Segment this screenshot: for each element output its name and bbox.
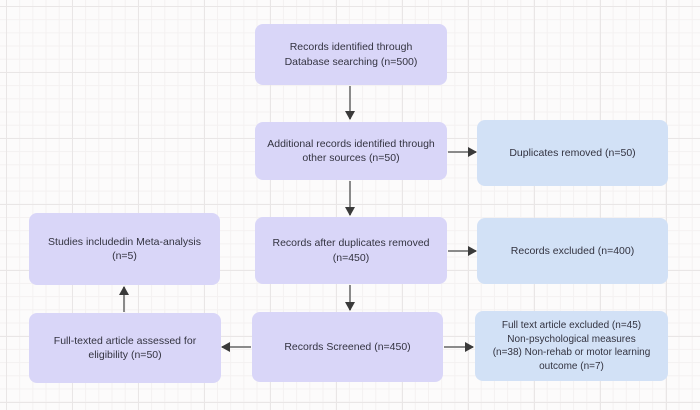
arrowhead-down-icon	[345, 111, 355, 120]
node-label: Records after duplicates removed (n=450)	[272, 237, 430, 264]
arrow-shaft	[349, 285, 351, 310]
node-label: Full-texted article assessed for eligibi…	[53, 334, 197, 361]
node-label: Records identified through Database sear…	[284, 41, 418, 68]
arrow-shaft	[123, 287, 125, 312]
arrowhead-down-icon	[345, 207, 355, 216]
arrow-screened-to-fulltextassessed[interactable]	[221, 342, 251, 352]
arrow-shaft	[349, 181, 351, 215]
arrow-shaft	[349, 86, 351, 119]
arrow-additional-to-afterduplicates[interactable]	[345, 181, 355, 216]
node-label: Duplicates removed (n=50)	[509, 146, 636, 159]
arrow-afterduplicates-to-excluded[interactable]	[448, 246, 477, 256]
node-label: Records Screened (n=450)	[284, 340, 411, 353]
node-fulltext-assessed[interactable]: Full-texted article assessed for eligibi…	[29, 313, 221, 383]
arrow-identified-to-additional[interactable]	[345, 86, 355, 120]
node-label: Full text article excluded (n=45) Non-ps…	[492, 320, 651, 372]
node-label: Records excluded (n=400)	[510, 244, 635, 257]
node-studies-included[interactable]: Studies includedin Meta-analysis (n=5)	[29, 213, 220, 285]
arrow-fulltextassessed-to-studiesincluded[interactable]	[119, 286, 129, 312]
arrow-shaft	[448, 151, 476, 153]
arrowhead-right-icon	[468, 246, 477, 256]
node-duplicates-removed[interactable]: Duplicates removed (n=50)	[477, 120, 668, 186]
arrowhead-right-icon	[465, 342, 474, 352]
arrow-screened-to-fulltextexcluded[interactable]	[444, 342, 474, 352]
arrowhead-down-icon	[345, 302, 355, 311]
arrow-shaft	[222, 346, 251, 348]
node-fulltext-excluded[interactable]: Full text article excluded (n=45) Non-ps…	[475, 311, 668, 381]
arrowhead-left-icon	[221, 342, 230, 352]
arrowhead-right-icon	[468, 147, 477, 157]
node-records-screened[interactable]: Records Screened (n=450)	[252, 312, 443, 382]
node-records-identified[interactable]: Records identified through Database sear…	[255, 24, 447, 85]
arrow-shaft	[444, 346, 473, 348]
arrow-shaft	[448, 250, 476, 252]
node-label: Studies includedin Meta-analysis (n=5)	[48, 235, 201, 262]
node-after-duplicates[interactable]: Records after duplicates removed (n=450)	[255, 217, 447, 284]
arrowhead-up-icon	[119, 286, 129, 295]
node-additional-records[interactable]: Additional records identified through ot…	[255, 122, 447, 180]
arrow-afterduplicates-to-screened[interactable]	[345, 285, 355, 311]
node-records-excluded[interactable]: Records excluded (n=400)	[477, 218, 668, 284]
arrow-additional-to-duplicatesremoved[interactable]	[448, 147, 477, 157]
node-label: Additional records identified through ot…	[267, 137, 435, 164]
